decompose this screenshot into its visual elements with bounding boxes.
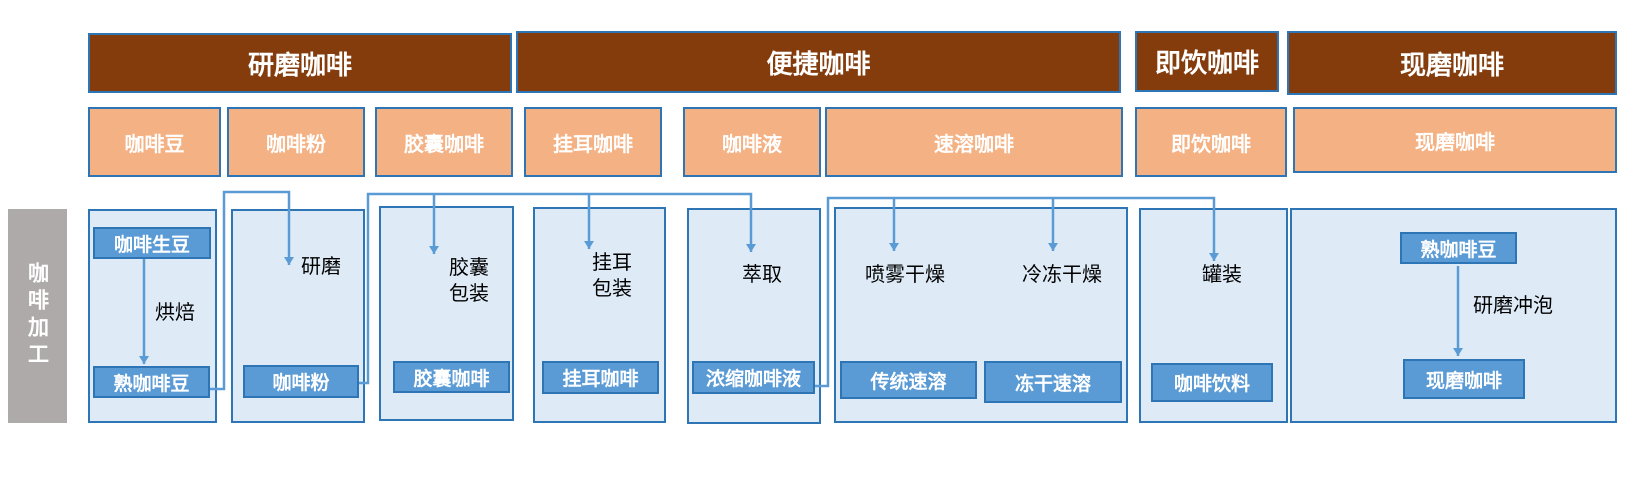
subcategory-capsule: 胶囊咖啡 (375, 107, 513, 177)
step-grind-brew: 研磨冲泡 (1473, 293, 1553, 317)
subcategory-liquid: 咖啡液 (683, 107, 821, 177)
step-capsule-packing: 胶囊 包装 (449, 255, 489, 305)
step-canning: 罐装 (1202, 262, 1242, 286)
category-rtd-coffee: 即饮咖啡 (1135, 31, 1279, 92)
node-capsule: 胶囊咖啡 (393, 361, 510, 393)
subcategory-powder: 咖啡粉 (227, 107, 365, 177)
step-spray-drying: 喷雾干燥 (865, 262, 945, 286)
node-dripbag: 挂耳咖啡 (542, 361, 659, 394)
subcategory-beans: 咖啡豆 (88, 107, 221, 177)
step-grinding: 研磨 (301, 254, 341, 278)
step-freeze-drying: 冷冻干燥 (1022, 262, 1102, 286)
node-fresh-roasted-beans: 熟咖啡豆 (1400, 232, 1517, 264)
node-fresh-coffee: 现磨咖啡 (1403, 359, 1525, 399)
subcategory-dripbag: 挂耳咖啡 (524, 107, 662, 177)
node-traditional-instant: 传统速溶 (840, 361, 977, 399)
step-dripbag-packing: 挂耳 包装 (592, 250, 632, 300)
arrow-to-packing (359, 192, 756, 385)
step-roasting: 烘焙 (155, 300, 195, 324)
step-extraction: 萃取 (742, 262, 782, 286)
subcategory-instant: 速溶咖啡 (825, 107, 1123, 177)
node-powder: 咖啡粉 (243, 365, 359, 398)
node-roasted-beans: 熟咖啡豆 (93, 366, 210, 398)
subcategory-rtd: 即饮咖啡 (1135, 107, 1287, 177)
subcategory-fresh: 现磨咖啡 (1293, 107, 1617, 173)
category-fresh-coffee: 现磨咖啡 (1287, 31, 1617, 95)
node-green-beans: 咖啡生豆 (93, 227, 211, 259)
arrow-to-processing (815, 196, 1219, 388)
category-convenient-coffee: 便捷咖啡 (516, 31, 1121, 93)
node-freeze-dried-instant: 冻干速溶 (984, 361, 1122, 403)
arrow-to-grinding (210, 190, 294, 391)
category-ground-coffee: 研磨咖啡 (88, 33, 512, 93)
side-label-coffee-processing: 咖啡加工 (8, 209, 67, 423)
node-concentrate: 浓缩咖啡液 (692, 361, 815, 394)
node-coffee-drink: 咖啡饮料 (1151, 363, 1273, 402)
